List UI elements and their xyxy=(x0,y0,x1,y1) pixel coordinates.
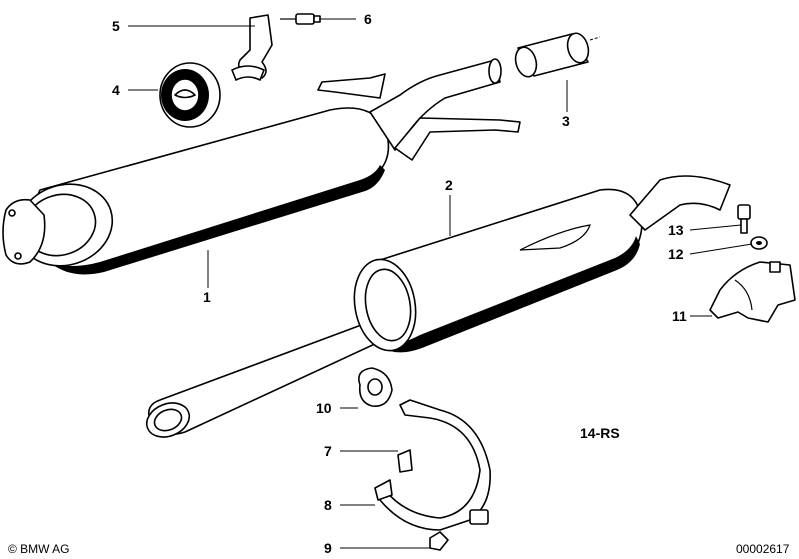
front-muffler xyxy=(2,58,521,275)
pipe-sleeve xyxy=(514,32,601,78)
callout-6: 6 xyxy=(364,11,372,27)
bracket-and-bolt xyxy=(231,13,321,81)
callout-1: 1 xyxy=(203,289,211,305)
callout-3: 3 xyxy=(562,113,570,129)
exhaust-clamp xyxy=(374,399,491,551)
rubber-mount-ring xyxy=(159,62,221,128)
callout-7: 7 xyxy=(324,443,332,459)
copyright-text: © BMW AG xyxy=(8,542,70,556)
rear-hanger xyxy=(709,204,796,323)
callout-8: 8 xyxy=(324,497,332,513)
rubber-mount xyxy=(358,367,393,407)
callout-9: 9 xyxy=(324,540,332,556)
callout-10: 10 xyxy=(316,400,332,416)
callout-5: 5 xyxy=(112,18,120,34)
callout-2: 2 xyxy=(445,177,453,193)
callout-11: 11 xyxy=(672,308,687,324)
rear-muffler xyxy=(145,175,731,438)
callout-12: 12 xyxy=(668,246,684,262)
callout-labels: 1 2 3 4 5 6 7 8 9 10 11 12 13 xyxy=(112,11,687,556)
callout-13: 13 xyxy=(668,222,684,238)
callout-4: 4 xyxy=(112,82,120,98)
diagram-code: 14-RS xyxy=(580,425,620,441)
leader-lines xyxy=(128,18,753,549)
image-number: 00002617 xyxy=(736,542,790,556)
